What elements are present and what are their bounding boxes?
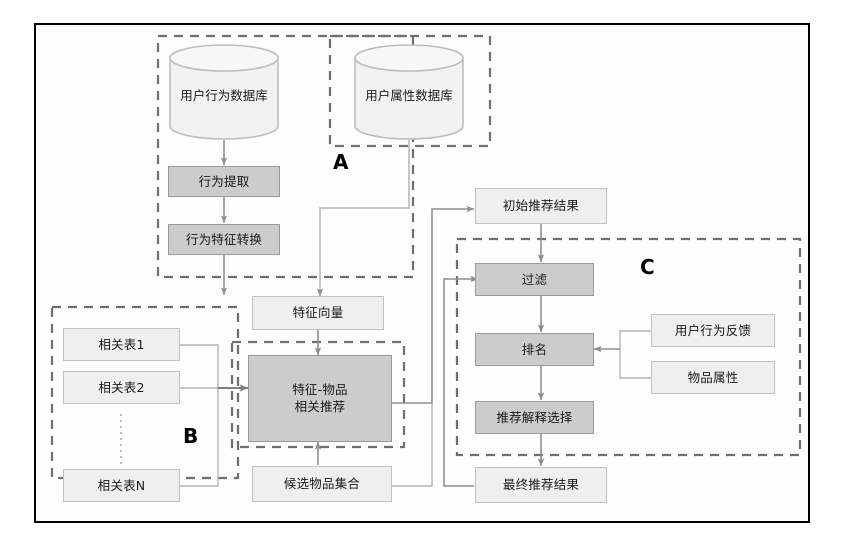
node-initial-recommend-result-label: 初始推荐结果: [502, 198, 580, 214]
node-feature-vector-label: 特征向量: [292, 305, 344, 321]
node-recommend-explain-select[interactable]: 推荐解释选择: [475, 401, 594, 434]
group-label-a: A: [333, 150, 349, 174]
node-related-table-n-label: 相关表N: [97, 477, 146, 493]
node-related-table-1[interactable]: 相关表1: [63, 328, 180, 361]
db-user-attribute[interactable]: 用户属性数据库: [354, 44, 464, 140]
node-behavior-feature-transform-label: 行为特征转换: [185, 231, 263, 247]
node-candidate-item-set-label: 候选物品集合: [283, 476, 361, 492]
node-behavior-feature-transform[interactable]: 行为特征转换: [168, 224, 280, 255]
node-filter[interactable]: 过滤: [475, 263, 594, 296]
node-filter-label: 过滤: [521, 271, 548, 287]
node-recommend-explain-select-label: 推荐解释选择: [496, 409, 573, 425]
node-final-recommend-result[interactable]: 最终推荐结果: [475, 467, 607, 503]
node-feature-item-recommend[interactable]: 特征-物品 相关推荐: [248, 355, 392, 442]
node-behavior-extraction[interactable]: 行为提取: [168, 166, 280, 197]
node-item-attribute[interactable]: 物品属性: [651, 361, 775, 394]
node-final-recommend-result-label: 最终推荐结果: [502, 477, 580, 493]
node-behavior-extraction-label: 行为提取: [198, 173, 250, 189]
node-related-table-1-label: 相关表1: [98, 336, 145, 352]
node-related-table-2[interactable]: 相关表2: [63, 371, 180, 404]
node-item-attribute-label: 物品属性: [687, 369, 739, 385]
db-user-behavior-label: 用户行为数据库: [180, 88, 268, 103]
node-user-behavior-feedback-label: 用户行为反馈: [674, 322, 752, 338]
cylinder-shape: [354, 44, 464, 140]
node-ranking[interactable]: 排名: [475, 333, 594, 366]
node-initial-recommend-result[interactable]: 初始推荐结果: [475, 188, 607, 224]
db-user-behavior[interactable]: 用户行为数据库: [169, 44, 279, 140]
node-feature-item-recommend-label-line2: 相关推荐: [294, 398, 346, 414]
group-label-c: C: [640, 255, 655, 279]
node-feature-item-recommend-label-line1: 特征-物品: [292, 381, 348, 397]
node-related-table-2-label: 相关表2: [98, 379, 145, 395]
ellipsis-dots: [120, 414, 122, 468]
node-related-table-n[interactable]: 相关表N: [63, 469, 180, 502]
node-candidate-item-set[interactable]: 候选物品集合: [252, 466, 392, 502]
cylinder-shape: [169, 44, 279, 140]
node-feature-vector[interactable]: 特征向量: [252, 296, 384, 330]
db-user-attribute-label: 用户属性数据库: [365, 88, 453, 103]
node-user-behavior-feedback[interactable]: 用户行为反馈: [651, 314, 775, 347]
node-ranking-label: 排名: [521, 341, 548, 357]
group-label-b: B: [183, 424, 199, 448]
